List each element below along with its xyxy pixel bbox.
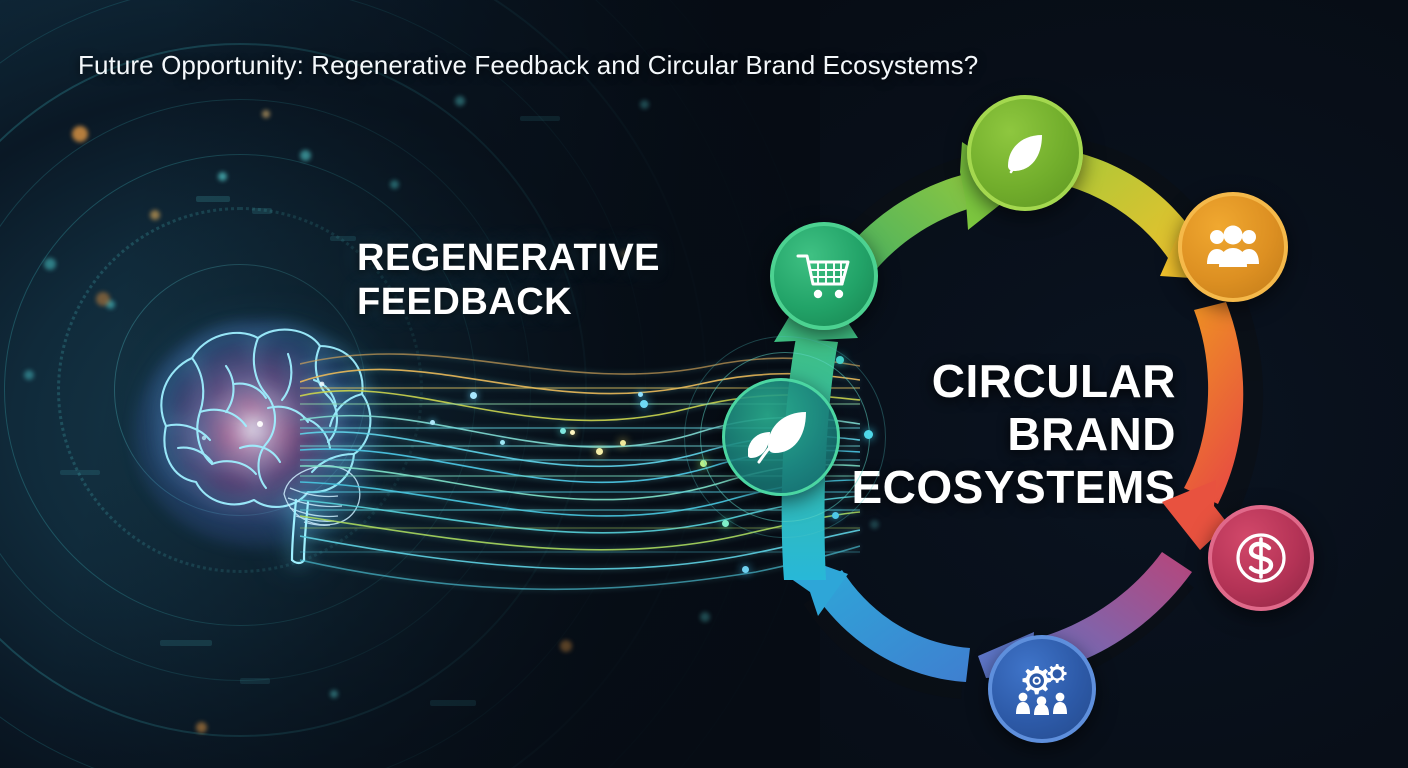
heading-line-2: BRAND (1007, 408, 1176, 460)
heading-line-2: FEEDBACK (357, 281, 573, 323)
people-group-icon (1207, 225, 1259, 267)
dollar-coin-icon (1236, 533, 1286, 583)
heading-line-3: ECOSYSTEMS (851, 461, 1176, 513)
circular-cycle-arrows (774, 137, 1264, 699)
cycle-node-leaf-top[interactable] (967, 95, 1083, 211)
regenerative-feedback-label: REGENERATIVE FEEDBACK (357, 236, 660, 324)
cycle-node-dollar[interactable] (1208, 505, 1314, 611)
arrow-people-to-dollar (1162, 302, 1244, 550)
cycle-node-center-leaf[interactable] (722, 378, 840, 496)
double-leaf-icon (748, 412, 806, 464)
circular-brand-ecosystems-label: CIRCULAR BRAND ECOSYSTEMS (851, 355, 1176, 514)
page-title: Future Opportunity: Regenerative Feedbac… (78, 50, 979, 80)
cycle-node-people[interactable] (1178, 192, 1288, 302)
gears-people-icon (1016, 664, 1067, 715)
shopping-cart-icon (796, 254, 850, 299)
brain-icon (160, 328, 372, 565)
heading-line-1: CIRCULAR (931, 355, 1176, 407)
heading-line-1: REGENERATIVE (357, 237, 661, 279)
cycle-node-cart[interactable] (770, 222, 878, 330)
leaf-icon (1008, 135, 1042, 174)
cycle-node-gears-people[interactable] (988, 635, 1096, 743)
